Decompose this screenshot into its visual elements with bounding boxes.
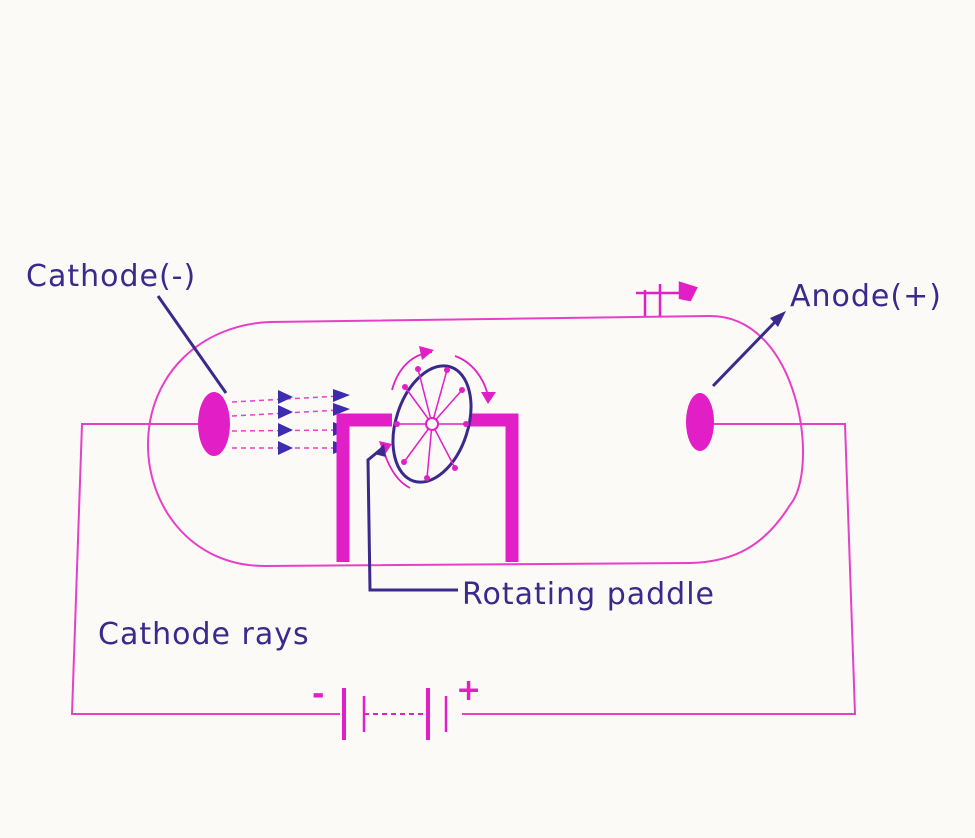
paddle-wheel (391, 364, 473, 484)
battery-positive-sign: + (456, 673, 481, 708)
circuit-wire (70, 423, 857, 715)
cathode-rays (231, 389, 350, 455)
anode-electrode (686, 393, 714, 451)
anode-leader-arrowhead (770, 311, 786, 327)
battery-negative-sign: - (312, 677, 324, 712)
rotation-arrowheads (379, 346, 496, 456)
battery (342, 688, 448, 740)
paddle-leader-arrowhead (374, 444, 386, 457)
cathode-label: Cathode(-) (26, 259, 196, 294)
paddle-rail (336, 413, 519, 562)
stopcock (636, 281, 698, 316)
discharge-tube (146, 314, 804, 568)
rotating-paddle-label: Rotating paddle (462, 577, 715, 612)
cathode-rays-label: Cathode rays (98, 617, 310, 652)
anode-label: Anode(+) (790, 279, 942, 314)
leader-lines (156, 295, 777, 592)
cathode-electrode (198, 392, 230, 456)
